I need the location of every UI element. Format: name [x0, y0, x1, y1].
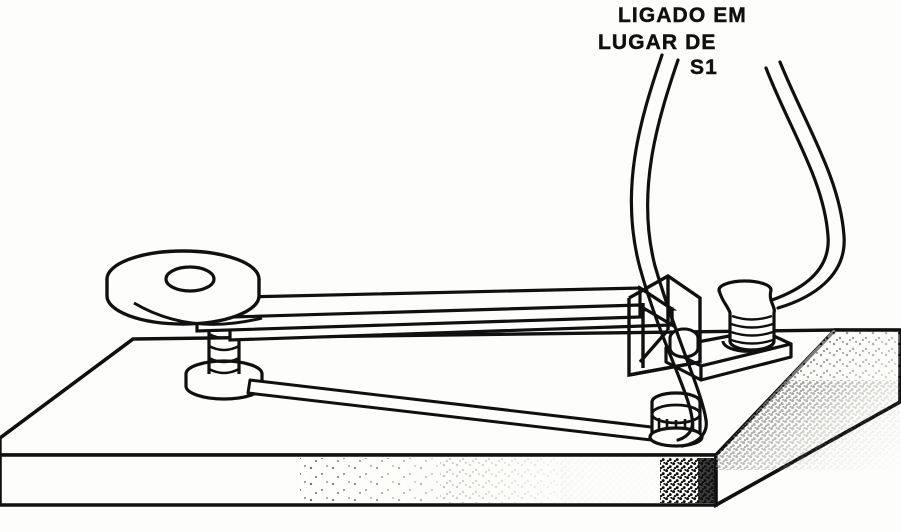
wire-right — [764, 60, 846, 310]
contact-disc-rim — [105, 279, 261, 326]
contact-disc-hole — [164, 265, 216, 293]
board-top-left-edge — [0, 337, 135, 440]
wire-left — [629, 53, 708, 422]
lower-pivot-assembly — [184, 300, 264, 401]
board-front-corner-dark — [698, 458, 716, 503]
wire-left-terminal-join2 — [680, 418, 708, 448]
contact-disc — [105, 249, 263, 326]
wire-left-terminal-join — [676, 416, 695, 442]
contact-disc-underside — [133, 301, 263, 326]
terminal-upper — [717, 279, 776, 353]
terminal-upper-knurl — [730, 314, 774, 345]
board-front-stipple — [300, 458, 716, 503]
terminal-lower — [648, 391, 704, 448]
terminal-upper-base — [721, 340, 776, 353]
